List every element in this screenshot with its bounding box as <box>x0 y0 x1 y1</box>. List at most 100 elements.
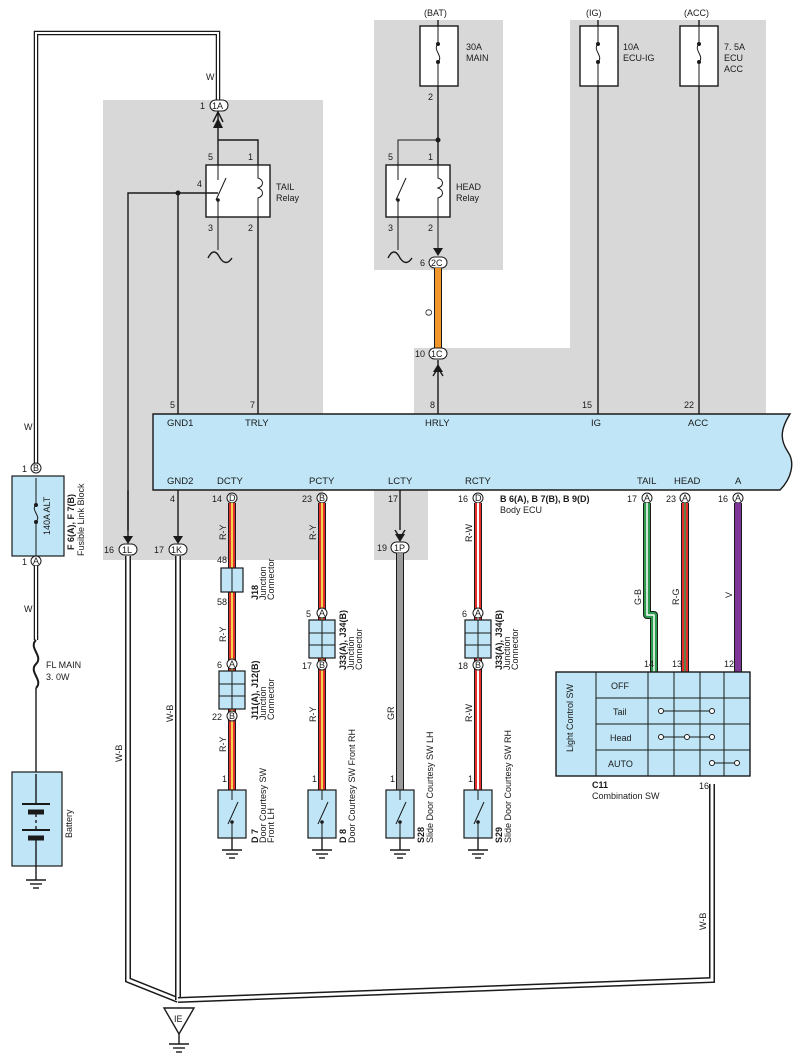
svg-text:1: 1 <box>22 557 27 567</box>
svg-text:6: 6 <box>462 609 467 619</box>
fusible-rating: 140A ALT <box>42 496 52 535</box>
pin-tail: TAIL <box>637 476 656 487</box>
svg-text:10A: 10A <box>623 42 639 52</box>
pin-trly: TRLY <box>245 418 269 429</box>
wire-dcty: R-Y R-Y R-Y <box>218 503 236 790</box>
svg-text:R-Y: R-Y <box>308 525 318 541</box>
junction-j33-pcty: 5 A 17 B J33(A), J34(B) Junction Connect… <box>302 607 364 671</box>
svg-text:4: 4 <box>170 494 175 504</box>
svg-text:R-G: R-G <box>671 589 681 606</box>
svg-text:6: 6 <box>217 660 222 670</box>
svg-text:(BAT): (BAT) <box>424 8 447 18</box>
svg-text:7. 5A: 7. 5A <box>724 42 745 52</box>
svg-text:1: 1 <box>390 774 395 784</box>
svg-text:ACC: ACC <box>724 64 744 74</box>
svg-text:3: 3 <box>208 223 213 233</box>
svg-text:B: B <box>229 711 235 721</box>
svg-text:Door Courtesy SW: Door Courtesy SW <box>258 767 268 843</box>
svg-text:D 8: D 8 <box>338 829 348 843</box>
svg-text:A: A <box>33 556 39 566</box>
connector-2c: 6 2C <box>420 256 448 269</box>
wire-label-w-top: W <box>206 72 215 82</box>
svg-text:15: 15 <box>582 400 592 410</box>
svg-text:A: A <box>319 608 325 618</box>
svg-text:5: 5 <box>388 152 393 162</box>
svg-text:Junction: Junction <box>346 636 356 670</box>
wire-orange: O <box>424 268 442 348</box>
svg-text:30A: 30A <box>466 42 482 52</box>
svg-text:6: 6 <box>420 258 425 268</box>
svg-text:16: 16 <box>104 545 114 555</box>
svg-text:Junction: Junction <box>258 566 268 600</box>
svg-text:W-B: W-B <box>114 745 124 762</box>
pin-dcty: DCTY <box>217 476 244 487</box>
svg-text:22: 22 <box>212 712 222 722</box>
ecu-acc-fuse: (ACC) 7. 5A ECU ACC <box>679 8 745 414</box>
svg-text:4: 4 <box>197 179 202 189</box>
fusible-code: F 6(A), F 7(B) <box>66 494 76 550</box>
pin-acc: ACC <box>688 418 708 429</box>
wire-label-w-lower: W <box>24 604 33 614</box>
svg-text:A: A <box>644 493 650 503</box>
svg-text:1L: 1L <box>122 545 132 555</box>
connector-1c: 10 1C <box>415 347 448 360</box>
pin-head: HEAD <box>674 476 701 487</box>
svg-text:1: 1 <box>200 101 205 111</box>
pin-gnd2: GND2 <box>167 476 193 487</box>
svg-text:58: 58 <box>217 597 227 607</box>
svg-text:R-Y: R-Y <box>218 525 228 541</box>
svg-text:B: B <box>475 660 481 670</box>
svg-text:GR: GR <box>386 706 396 720</box>
wire-a-v: V <box>724 503 742 672</box>
svg-text:Connector: Connector <box>354 628 364 670</box>
svg-text:V: V <box>724 592 734 598</box>
svg-text:Slide Door Courtesy SW LH: Slide Door Courtesy SW LH <box>425 731 435 843</box>
wire-wb-ground: W-B W-B W-B <box>114 556 715 1003</box>
svg-text:W-B: W-B <box>698 913 708 930</box>
svg-text:14: 14 <box>644 659 654 669</box>
tail-relay-label: TAIL <box>276 182 294 192</box>
svg-text:FL MAIN: FL MAIN <box>46 660 81 670</box>
svg-text:Connector: Connector <box>266 678 276 720</box>
svg-text:16: 16 <box>458 494 468 504</box>
svg-text:IE: IE <box>174 1014 183 1024</box>
switch-s28: 1 S28 Slide Door Courtesy SW LH <box>385 731 435 859</box>
ecu-top-pins: 5 GND1 7 TRLY 8 HRLY 15 IG 22 ACC <box>167 400 708 429</box>
svg-text:R-Y: R-Y <box>308 707 318 723</box>
fusible-name: Fusible Link Block <box>76 483 86 556</box>
svg-text:5: 5 <box>306 609 311 619</box>
ecu-ig-fuse: (IG) 10A ECU-IG <box>579 8 655 414</box>
svg-text:3: 3 <box>388 223 393 233</box>
main-fuse: (BAT) 30A MAIN 2 <box>419 8 489 165</box>
wire-tail-gb: G-B <box>633 503 658 672</box>
svg-text:J33(A), J34(B): J33(A), J34(B) <box>338 610 348 670</box>
svg-text:12: 12 <box>724 659 734 669</box>
svg-text:Connector: Connector <box>510 628 520 670</box>
svg-text:W-B: W-B <box>165 705 175 722</box>
svg-text:14: 14 <box>212 494 222 504</box>
connector-1a: 1 1A <box>200 99 229 112</box>
wire-w-loop <box>33 30 221 463</box>
svg-text:48: 48 <box>217 555 227 565</box>
svg-text:R-Y: R-Y <box>218 737 228 753</box>
svg-text:2: 2 <box>248 223 253 233</box>
svg-text:(ACC): (ACC) <box>684 8 709 18</box>
svg-text:5: 5 <box>170 400 175 410</box>
combination-sw-name: Combination SW <box>592 791 660 801</box>
body-ecu-code: B 6(A), B 7(B), B 9(D) <box>500 494 590 504</box>
svg-text:1: 1 <box>22 464 27 474</box>
ecu-bottom-pin-connectors: 4 14 D 23 B 17 16 D 17 A 23 A 16 A B 6(A… <box>170 492 744 515</box>
svg-text:J11(A), J12(B): J11(A), J12(B) <box>250 660 260 720</box>
svg-text:8: 8 <box>430 400 435 410</box>
svg-text:2: 2 <box>428 92 433 102</box>
connector-1l: 16 1L <box>104 543 138 556</box>
body-ecu-name: Body ECU <box>500 505 542 515</box>
fl-main-fuse: FL MAIN 3. 0W <box>32 639 81 772</box>
junction-j18: 48 58 J18 Junction Connector <box>217 555 276 607</box>
svg-text:B: B <box>319 660 325 670</box>
svg-text:MAIN: MAIN <box>466 53 489 63</box>
junction-j33-rcty: 6 A 18 B J33(A), J34(B) Junction Connect… <box>458 607 520 671</box>
conn-b-letter: B <box>33 463 39 473</box>
body-ecu: 5 GND1 7 TRLY 8 HRLY 15 IG 22 ACC GND2 D… <box>152 400 793 491</box>
